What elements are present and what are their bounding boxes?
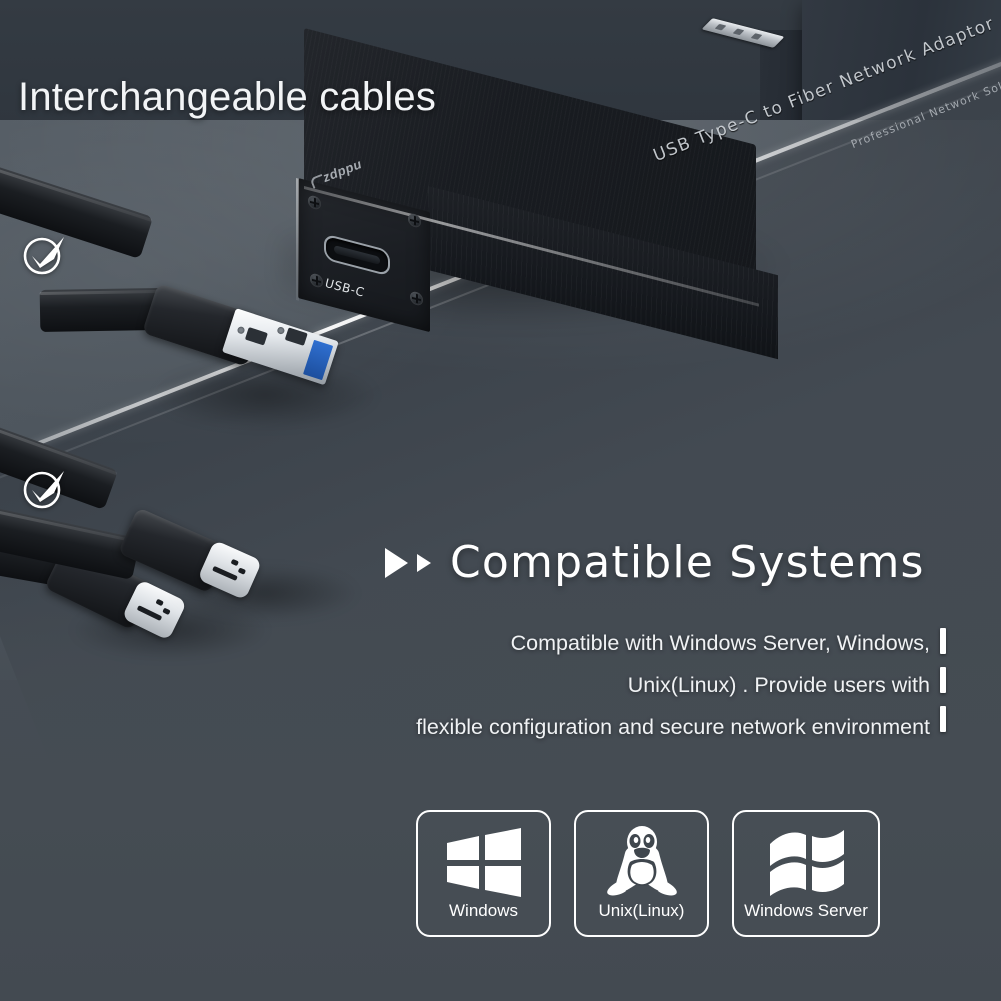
badge-label: Unix(Linux) <box>598 901 685 920</box>
play-triangle-small-icon <box>417 553 431 572</box>
windows-classic-flag-icon <box>762 826 850 898</box>
section-description: Compatible with Windows Server, Windows,… <box>330 622 930 748</box>
check-badge-cable-2 <box>18 462 70 514</box>
usb-c-port-tongue <box>334 245 380 265</box>
description-line-1: Compatible with Windows Server, Windows, <box>510 631 930 655</box>
dash-segment <box>940 706 946 732</box>
tux-penguin-icon <box>603 826 681 898</box>
page-title: Interchangeable cables <box>18 75 437 119</box>
badge-label: Windows <box>449 901 518 920</box>
badge-windows-server: Windows Server <box>732 810 880 937</box>
sfp-notch <box>732 28 745 36</box>
sfp-notch <box>714 23 727 31</box>
sfp-fiber-cage <box>701 18 785 48</box>
sfp-notch <box>750 33 763 40</box>
badge-label: Windows Server <box>744 901 868 920</box>
play-triangle-large-icon <box>385 547 408 578</box>
description-line-3: flexible configuration and secure networ… <box>416 715 930 739</box>
badge-windows: Windows <box>416 810 551 937</box>
section-title: Compatible Systems <box>450 537 925 588</box>
fiber-network-adaptor-device: USB-C USB Type-C to Fiber Network Adapto… <box>280 14 1001 360</box>
windows-modern-logo-icon <box>441 826 527 898</box>
decorative-dashed-line <box>940 628 946 732</box>
circled-check-icon <box>23 237 64 275</box>
check-badge-cable-1 <box>18 228 70 280</box>
compatible-os-badges: Windows <box>416 810 880 937</box>
badge-unix-linux: Unix(Linux) <box>574 810 709 937</box>
circled-check-icon <box>23 471 64 509</box>
device-left-edge-highlight <box>296 178 299 301</box>
dash-segment <box>940 667 946 693</box>
usb-a-shadow <box>150 360 380 430</box>
description-line-2: Unix(Linux) . Provide users with <box>627 673 930 697</box>
section-heading: Compatible Systems <box>385 537 925 588</box>
dash-segment <box>940 628 946 654</box>
